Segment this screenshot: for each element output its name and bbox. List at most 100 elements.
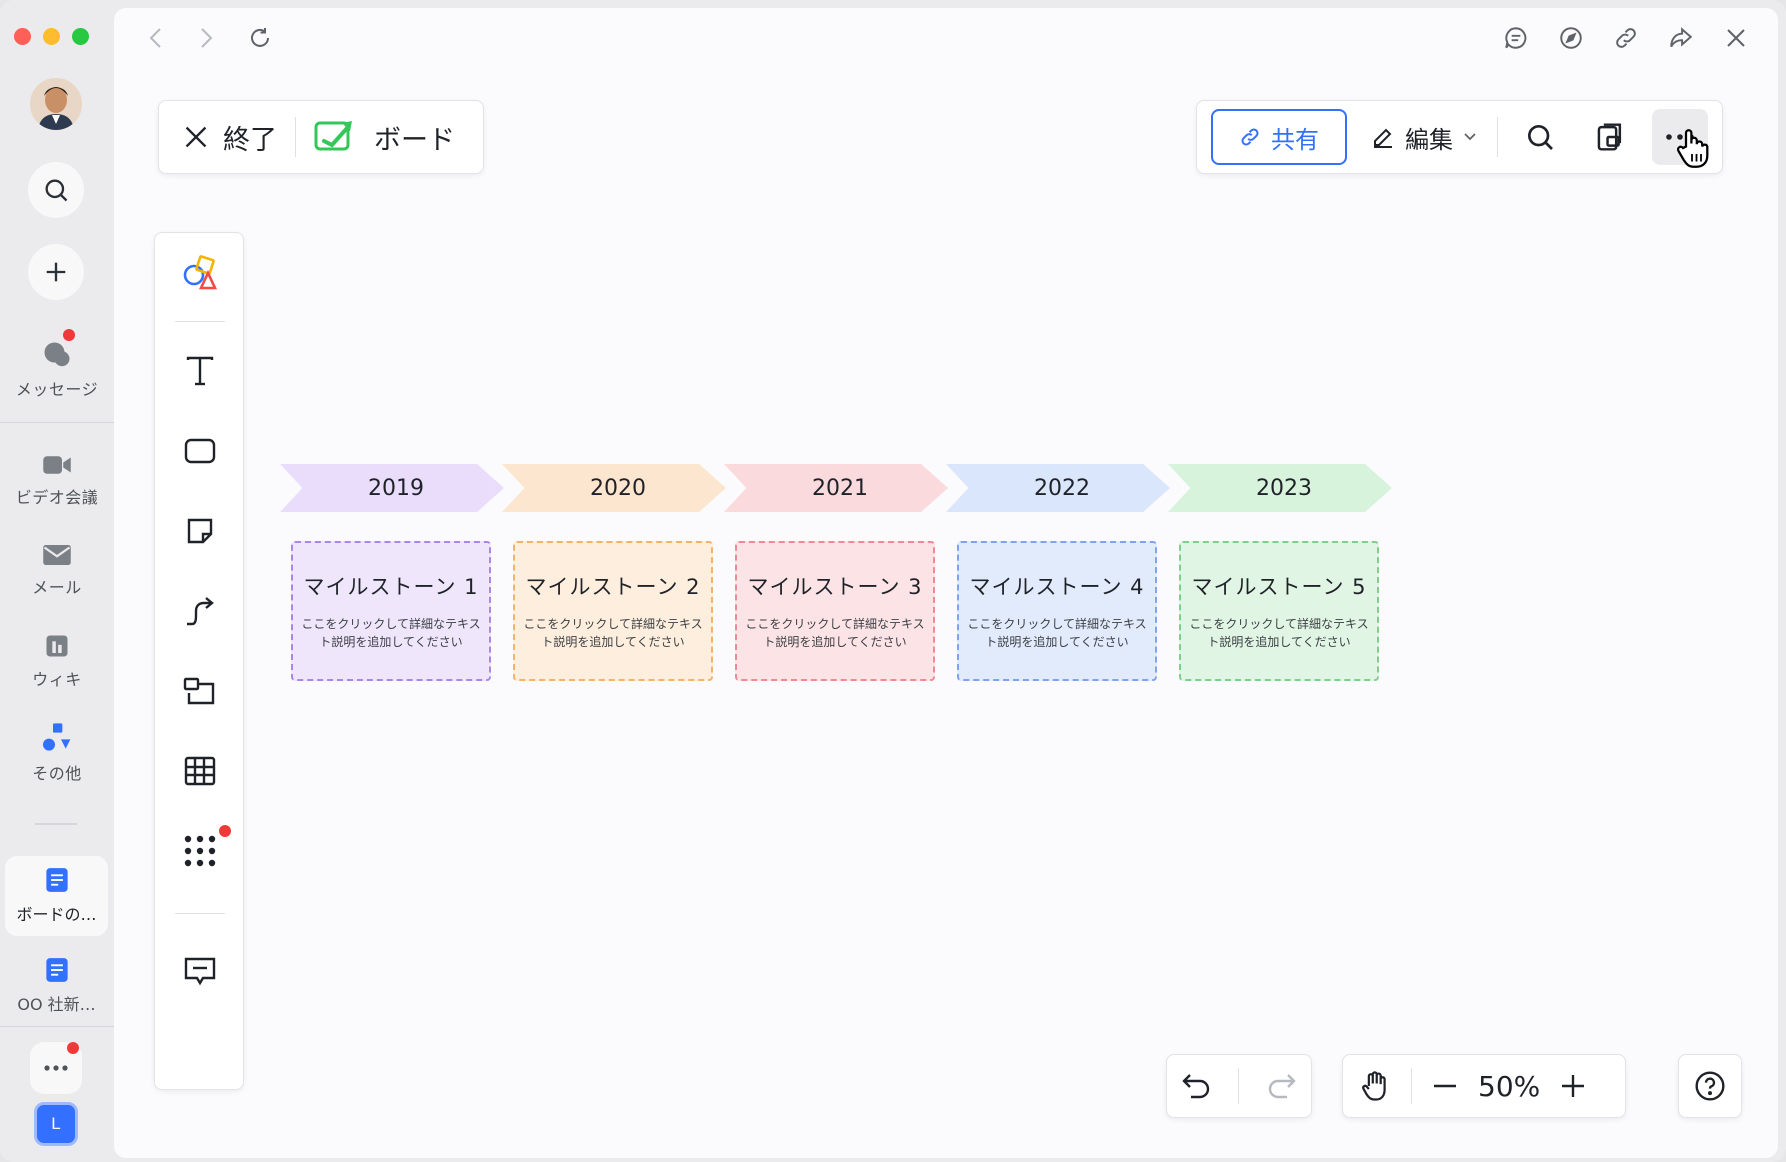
frame-tool[interactable]	[155, 661, 245, 721]
milestone-title: マイルストーン 2	[525, 575, 701, 599]
milestone-title: マイルストーン 3	[747, 575, 923, 599]
milestone-card-3[interactable]: マイルストーン 3 ここをクリックして詳細なテキスト説明を追加してください	[735, 541, 935, 681]
milestone-description: ここをクリックして詳細なテキスト説明を追加してください	[523, 617, 703, 649]
timeline-arrow-2023[interactable]: 2023	[1168, 464, 1392, 512]
forward-share-button[interactable]	[1667, 24, 1695, 52]
milestone-card-2[interactable]: マイルストーン 2 ここをクリックして詳細なテキスト説明を追加してください	[513, 541, 713, 681]
more-options-button[interactable]	[1652, 109, 1709, 168]
redo-button[interactable]	[1267, 1072, 1297, 1100]
rectangle-tool[interactable]	[155, 421, 245, 481]
left-rail: メッセージ ビデオ会議 メール ウィキ その他 ボードの… OO 社新…	[0, 0, 114, 1162]
forward-button[interactable]	[192, 24, 220, 52]
exit-label: 終了	[223, 124, 277, 156]
shapes-tool[interactable]	[155, 243, 245, 303]
rail-item-video[interactable]: ビデオ会議	[0, 452, 114, 508]
wiki-icon	[46, 635, 68, 657]
rail-item-messages[interactable]: メッセージ	[0, 340, 114, 400]
board-outline-button[interactable]	[1582, 109, 1638, 165]
maximize-window-button[interactable]	[72, 28, 89, 45]
text-tool[interactable]	[155, 341, 245, 401]
link-icon	[1241, 128, 1259, 146]
rail-item-more[interactable]: その他	[0, 722, 114, 784]
milestone-card-1[interactable]: マイルストーン 1 ここをクリックして詳細なテキスト説明を追加してください	[291, 541, 491, 681]
header-divider	[1497, 117, 1498, 157]
frame-icon	[183, 677, 215, 705]
edit-label: 編集	[1405, 125, 1453, 154]
user-avatar[interactable]	[30, 78, 82, 130]
pan-tool-button[interactable]	[1359, 1070, 1391, 1102]
share-button[interactable]: 共有	[1211, 109, 1347, 165]
board-search-button[interactable]	[1512, 109, 1568, 165]
rail-divider	[35, 823, 77, 825]
timeline-arrow-2020[interactable]: 2020	[502, 464, 726, 512]
milestone-card-5[interactable]: マイルストーン 5 ここをクリックして詳細なテキスト説明を追加してください	[1179, 541, 1379, 681]
apps-icon	[43, 723, 71, 751]
timeline-arrow-2019[interactable]: 2019	[280, 464, 504, 512]
history-panel	[1166, 1054, 1312, 1118]
notification-dot	[219, 825, 231, 837]
document-icon	[45, 868, 68, 892]
edit-mode-dropdown[interactable]: 編集	[1371, 120, 1477, 155]
reload-icon	[251, 28, 269, 47]
connector-tool[interactable]	[155, 581, 245, 641]
drawing-toolbar	[154, 232, 244, 1090]
document-icon	[45, 958, 68, 982]
board-header-panel: 終了 ボード	[158, 100, 484, 174]
toolbar-divider	[175, 321, 225, 322]
create-button[interactable]	[28, 244, 84, 300]
undo-button[interactable]	[1181, 1072, 1211, 1100]
zoom-in-button[interactable]	[1560, 1073, 1586, 1099]
explore-button[interactable]	[1557, 24, 1585, 52]
timeline-year: 2022	[1034, 475, 1090, 501]
video-camera-icon	[43, 456, 71, 474]
notification-dot	[63, 329, 75, 341]
timeline-year: 2019	[368, 475, 424, 501]
clipboard-icon	[1597, 123, 1622, 151]
chevron-left-icon	[149, 28, 161, 48]
table-tool[interactable]	[155, 741, 245, 801]
rail-doc-board[interactable]: ボードの…	[5, 856, 108, 936]
panel-divider	[1238, 1068, 1240, 1104]
comment-icon	[184, 957, 216, 986]
back-button[interactable]	[142, 24, 170, 52]
rail-item-mail[interactable]: メール	[0, 542, 114, 598]
zoom-level[interactable]: 50%	[1478, 1069, 1541, 1103]
top-navigation	[114, 8, 1778, 68]
search-button[interactable]	[28, 162, 84, 218]
workspace-avatar[interactable]: L	[34, 1102, 78, 1146]
exit-button[interactable]: 終了	[183, 118, 277, 157]
timeline-arrow-2021[interactable]: 2021	[724, 464, 948, 512]
help-button[interactable]	[1678, 1054, 1742, 1118]
reload-button[interactable]	[246, 24, 274, 52]
milestone-description: ここをクリックして詳細なテキスト説明を追加してください	[301, 617, 481, 649]
comment-tool[interactable]	[155, 941, 245, 1001]
minimize-window-button[interactable]	[43, 28, 60, 45]
comments-button[interactable]	[1502, 24, 1530, 52]
rail-item-wiki[interactable]: ウィキ	[0, 632, 114, 690]
mail-icon	[43, 545, 71, 565]
grid-dots-icon	[184, 835, 216, 867]
zoom-panel: 50%	[1342, 1054, 1626, 1118]
rail-doc-label: OO 社新…	[17, 995, 96, 1014]
timeline-year: 2020	[590, 475, 646, 501]
table-icon	[184, 756, 216, 786]
close-window-button[interactable]	[14, 28, 31, 45]
whiteboard-icon	[314, 121, 352, 151]
plus-icon	[46, 262, 66, 282]
close-tab-button[interactable]	[1722, 24, 1750, 52]
zoom-out-button[interactable]	[1432, 1073, 1458, 1099]
share-arrow-icon	[1670, 27, 1693, 48]
main-area: 終了 ボード 共有 編集	[114, 8, 1778, 1158]
minus-icon	[1434, 1084, 1456, 1088]
hand-cursor-icon	[1676, 129, 1709, 168]
rail-doc-company[interactable]: OO 社新…	[5, 946, 108, 1026]
more-tools-button[interactable]	[155, 821, 245, 881]
comment-icon	[1505, 27, 1527, 49]
milestone-card-4[interactable]: マイルストーン 4 ここをクリックして詳細なテキスト説明を追加してください	[957, 541, 1157, 681]
board-label: ボード	[374, 124, 455, 156]
copy-link-button[interactable]	[1612, 24, 1640, 52]
timeline-arrow-2022[interactable]: 2022	[946, 464, 1170, 512]
sticky-note-tool[interactable]	[155, 501, 245, 561]
rail-divider	[0, 1026, 114, 1027]
